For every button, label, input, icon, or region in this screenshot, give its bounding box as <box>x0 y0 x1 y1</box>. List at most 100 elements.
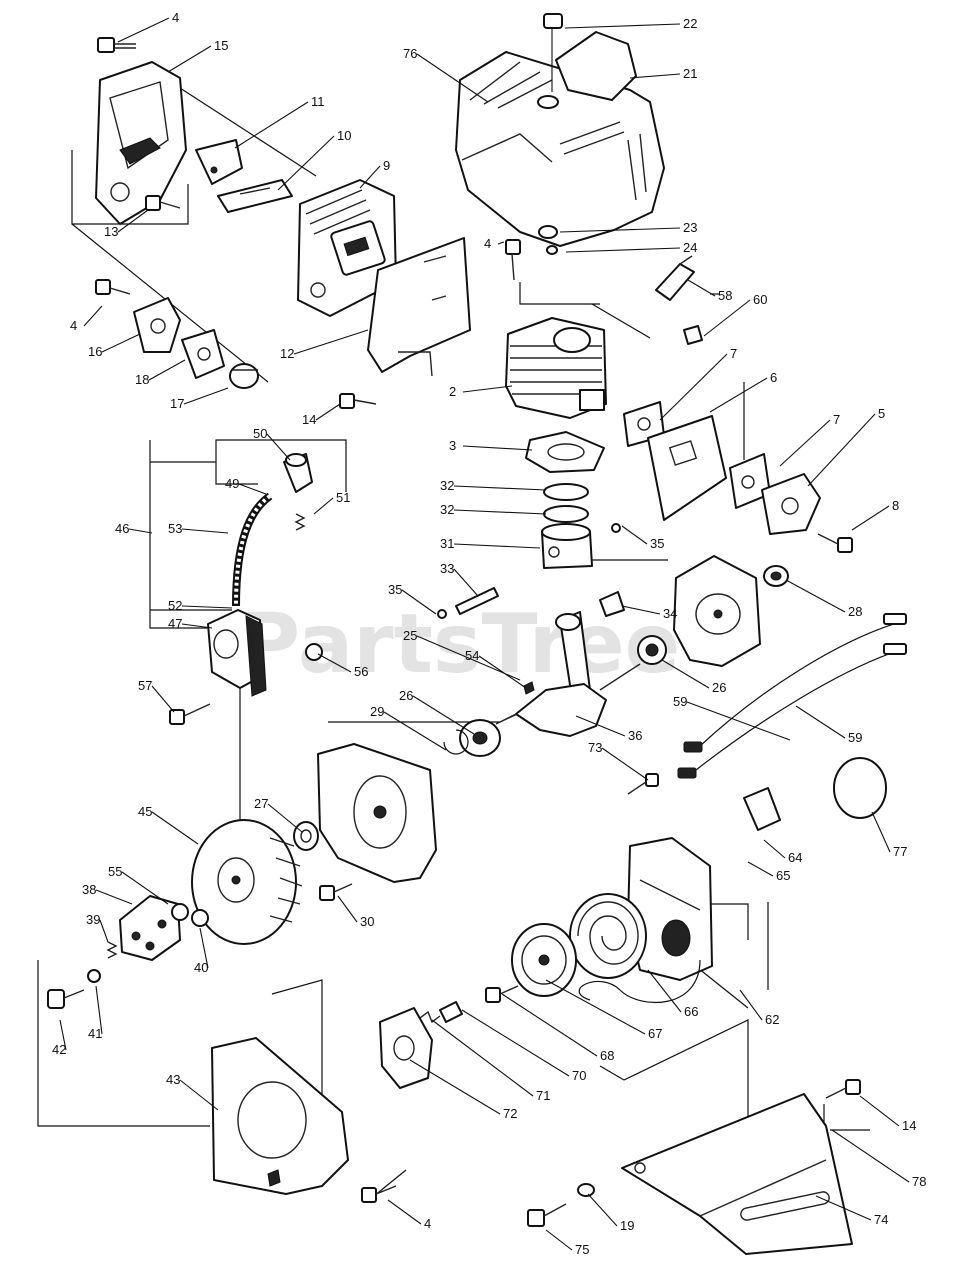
callout-number: 47 <box>168 616 182 631</box>
callout-c24: 24 <box>565 240 697 255</box>
callout-c65: 65 <box>747 861 790 883</box>
callout-number: 32 <box>440 502 454 517</box>
part-22-knob <box>543 13 563 92</box>
callout-number: 33 <box>440 561 454 576</box>
callout-c67: 67 <box>545 979 662 1041</box>
callout-c43: 43 <box>166 1072 219 1111</box>
callout-c40: 40 <box>194 927 209 975</box>
callout-number: 76 <box>403 46 417 61</box>
callout-leader <box>453 485 547 491</box>
part-28-bearing <box>763 565 789 587</box>
callout-c7b: 7 <box>779 412 840 467</box>
callout-c74: 74 <box>815 1195 888 1227</box>
callout-leader <box>575 715 626 737</box>
callout-leader <box>431 1019 534 1097</box>
callout-leader <box>709 377 768 413</box>
callout-c32b: 32 <box>440 502 547 517</box>
callout-number: 39 <box>86 912 100 927</box>
callout-c46: 46 <box>115 521 153 536</box>
callout-leader <box>703 299 751 337</box>
callout-leader <box>815 1195 872 1221</box>
callout-number: 73 <box>588 740 602 755</box>
part-23-washer <box>538 225 558 239</box>
callout-leader <box>601 747 649 781</box>
part-50-spark-cap <box>283 453 313 493</box>
screw-57 <box>169 703 211 725</box>
callout-c54: 54 <box>465 648 527 689</box>
callout-number: 24 <box>683 240 697 255</box>
callout-leader <box>453 568 479 597</box>
callout-c17: 17 <box>170 387 229 411</box>
callout-leader <box>565 247 681 253</box>
callout-c66: 66 <box>647 969 698 1019</box>
callout-c62: 62 <box>739 989 779 1027</box>
callout-leader <box>661 659 710 689</box>
callout-c7a: 7 <box>659 346 737 421</box>
callout-c70: 70 <box>461 1009 586 1083</box>
part-66-spring <box>569 893 647 979</box>
callout-number: 55 <box>108 864 122 879</box>
crankcase-left <box>317 743 437 883</box>
callout-c35a: 35 <box>621 525 664 551</box>
part-16-adapter <box>133 297 181 353</box>
part-47-ignition-coil <box>207 609 267 697</box>
callout-c14b: 14 <box>859 1095 916 1133</box>
part-5-carb-adapter <box>761 473 821 535</box>
callout-c68: 68 <box>501 993 614 1063</box>
callout-c64: 64 <box>763 839 802 865</box>
callout-leader <box>181 623 213 629</box>
callout-number: 34 <box>663 606 677 621</box>
callout-leader <box>99 919 109 943</box>
callout-c11: 11 <box>234 94 325 149</box>
part-10-gasket <box>217 179 293 213</box>
callout-leader <box>266 433 291 461</box>
callout-leader <box>478 655 527 689</box>
callout-leader <box>315 403 341 421</box>
callout-leader <box>497 241 505 245</box>
part-21-cap <box>555 31 637 101</box>
part-11-bracket <box>195 139 243 185</box>
part-19-washer <box>577 1183 595 1197</box>
callout-number: 53 <box>168 521 182 536</box>
callout-c12: 12 <box>280 329 369 361</box>
screw-30 <box>319 883 353 901</box>
part-74-mount-plate <box>621 1093 853 1255</box>
callout-number: 49 <box>225 476 239 491</box>
callout-number: 6 <box>770 370 777 385</box>
callout-number: 40 <box>194 960 208 975</box>
part-18-gasket <box>181 329 225 379</box>
callout-c45: 45 <box>138 804 199 845</box>
part-15-cover <box>95 61 187 225</box>
screw-4-top <box>97 37 136 53</box>
callout-leader <box>795 705 846 739</box>
callout-number: 41 <box>88 1026 102 1041</box>
callout-leader <box>453 543 541 549</box>
callout-leader <box>686 701 791 741</box>
callout-c27: 27 <box>254 796 303 833</box>
callout-number: 25 <box>403 628 417 643</box>
callout-leader <box>763 839 786 859</box>
callout-c22: 22 <box>564 16 697 31</box>
part-77-filter <box>833 757 887 819</box>
part-36-crankshaft <box>495 663 641 737</box>
callout-leader <box>128 528 153 534</box>
callout-leader <box>95 985 103 1035</box>
callout-c26b: 26 <box>399 688 475 735</box>
part-32-rings <box>543 483 589 523</box>
callout-c75: 75 <box>545 1229 589 1257</box>
callout-number: 10 <box>337 128 351 143</box>
callout-c50: 50 <box>253 426 291 461</box>
callout-c2: 2 <box>449 384 513 399</box>
callout-number: 43 <box>166 1072 180 1087</box>
part-24-o-ring <box>546 245 558 255</box>
callout-c41: 41 <box>88 985 103 1041</box>
part-9-muffler <box>297 179 397 317</box>
callout-leader <box>359 165 381 189</box>
callout-leader <box>659 353 728 421</box>
callout-c9: 9 <box>359 158 390 189</box>
callout-number: 77 <box>893 844 907 859</box>
screw-73 <box>627 773 659 795</box>
part-55-washer <box>171 903 209 927</box>
callout-c78: 78 <box>831 1129 926 1189</box>
callout-number: 4 <box>70 318 77 333</box>
